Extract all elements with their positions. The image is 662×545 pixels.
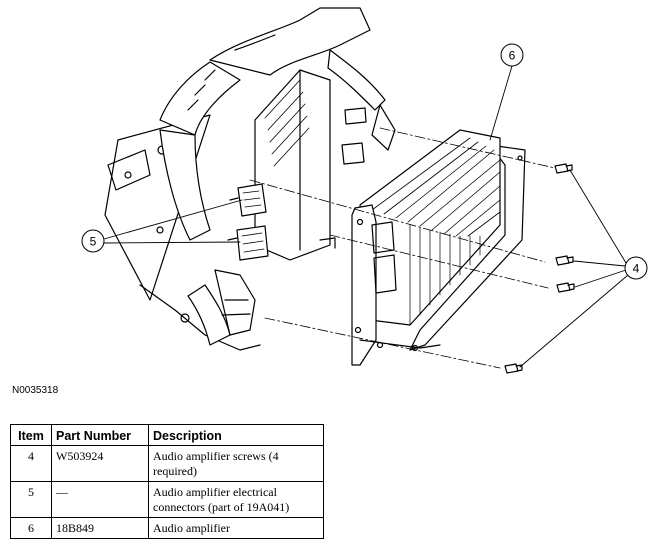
item-cell: 5 bbox=[10, 481, 52, 518]
header-part-number: Part Number bbox=[51, 424, 149, 446]
figure-id: N0035318 bbox=[12, 385, 59, 396]
table-header-row: Item Part Number Description bbox=[10, 424, 324, 446]
callout-5: 5 bbox=[81, 199, 243, 253]
description-cell: Audio amplifier bbox=[148, 517, 324, 539]
callout-6: 6 bbox=[489, 43, 524, 141]
part-number-cell: W503924 bbox=[51, 445, 149, 482]
item-cell: 6 bbox=[10, 517, 52, 539]
header-description: Description bbox=[148, 424, 324, 446]
description-cell: Audio amplifier electrical connectors (p… bbox=[148, 481, 324, 518]
screw-2 bbox=[555, 255, 574, 266]
alignment-lines bbox=[249, 127, 556, 369]
item-cell: 4 bbox=[10, 445, 52, 482]
wiring-harness bbox=[159, 7, 396, 346]
callout-4-label: 4 bbox=[633, 262, 640, 276]
amplifier-screws bbox=[504, 163, 575, 374]
table-row: 6 18B849 Audio amplifier bbox=[10, 517, 324, 539]
part-number-cell: — bbox=[51, 481, 149, 518]
audio-amplifier bbox=[351, 129, 526, 366]
description-cell: Audio amplifier screws (4 required) bbox=[148, 445, 324, 482]
parts-table: Item Part Number Description 4 W503924 A… bbox=[10, 424, 324, 539]
screw-4 bbox=[504, 363, 523, 374]
callout-6-label: 6 bbox=[509, 49, 516, 63]
screw-3 bbox=[556, 282, 575, 293]
exploded-view-illustration: 6 5 4 bbox=[81, 7, 648, 374]
table-row: 4 W503924 Audio amplifier screws (4 requ… bbox=[10, 445, 324, 482]
table-row: 5 — Audio amplifier electrical connector… bbox=[10, 481, 324, 518]
screw-1 bbox=[554, 163, 573, 174]
callout-4: 4 bbox=[519, 169, 648, 368]
header-item: Item bbox=[10, 424, 52, 446]
callout-5-label: 5 bbox=[90, 235, 97, 249]
installed-amplifier-outline bbox=[254, 69, 336, 261]
part-number-cell: 18B849 bbox=[51, 517, 149, 539]
electrical-connectors bbox=[227, 183, 269, 261]
